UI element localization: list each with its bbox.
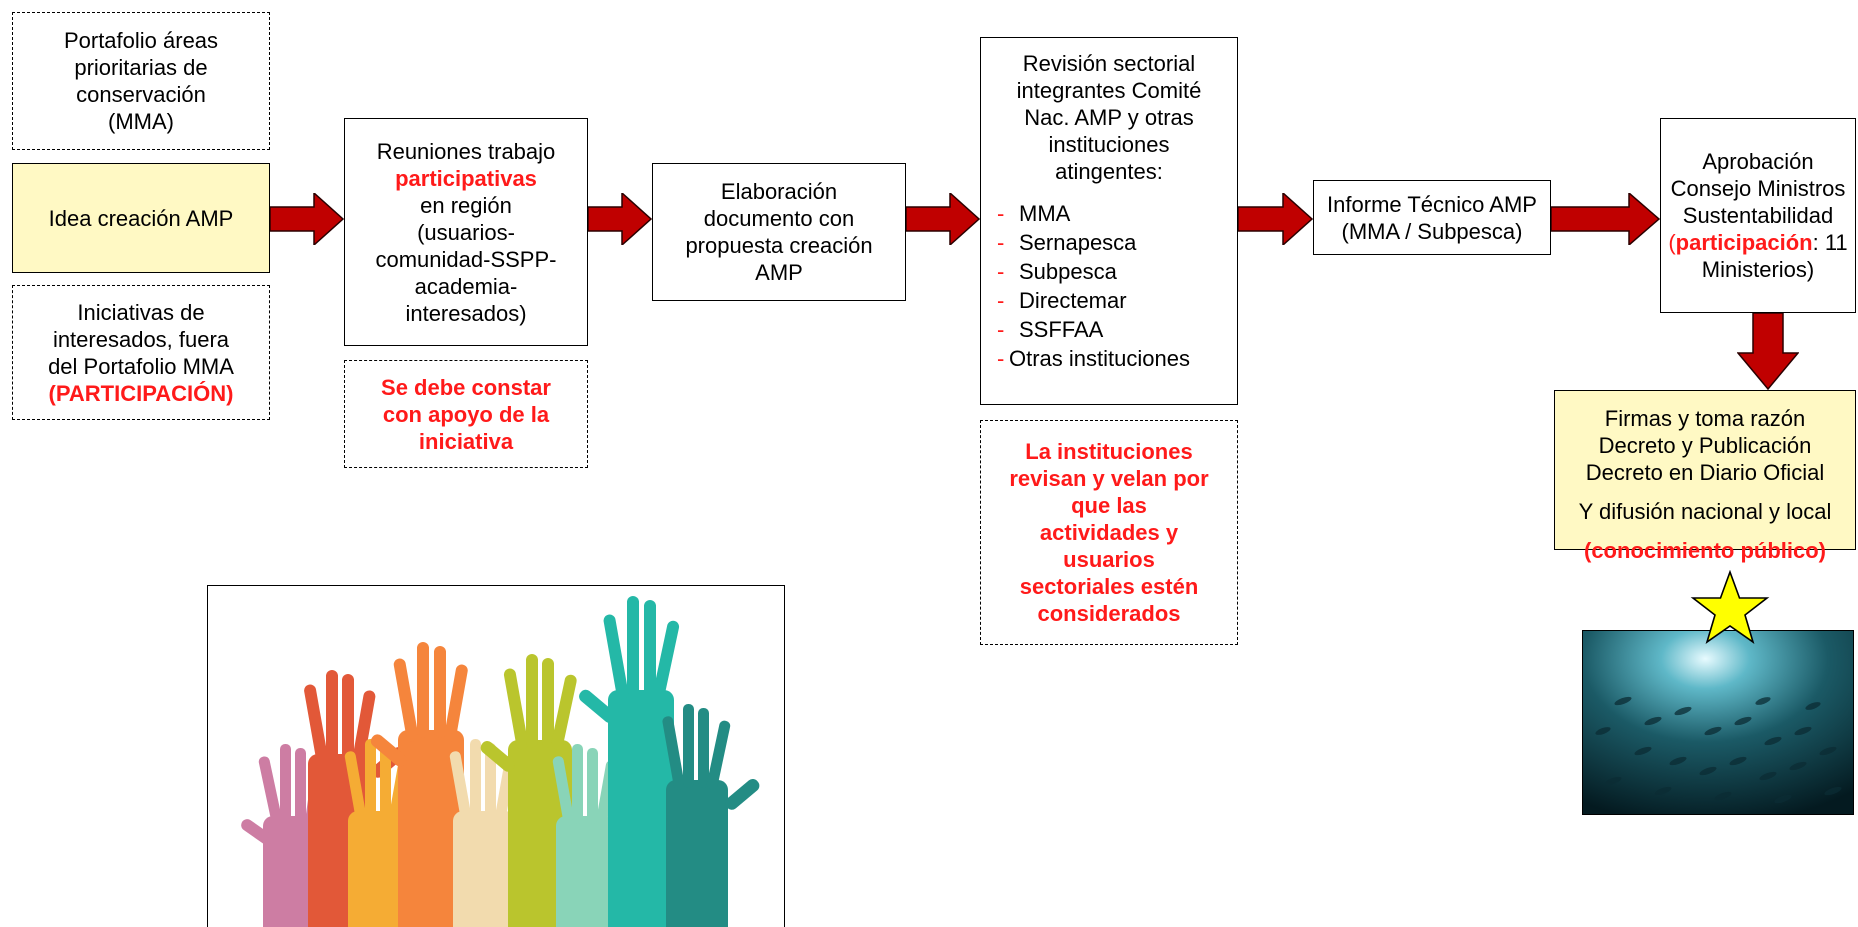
arrow-right-icon (588, 193, 652, 245)
revision-box: Revisión sectorial integrantes Comité Na… (980, 37, 1238, 405)
instituciones-text: La instituciones revisan y velan por que… (1009, 439, 1209, 626)
iniciativas-text: Iniciativas de interesados, fuera del Po… (48, 299, 234, 379)
revision-item: -SSFFAA (997, 317, 1104, 342)
idea-box: Idea creación AMP (12, 163, 270, 273)
elaboracion-text: Elaboración documento con propuesta crea… (685, 179, 873, 285)
arrow-down-icon (1737, 313, 1799, 390)
informe-box: Informe Técnico AMP (MMA / Subpesca) (1313, 180, 1551, 255)
aprobacion-pre: Aprobación Consejo Ministros Sustentabil… (1670, 149, 1846, 228)
arrow-right-icon (1551, 193, 1660, 245)
raised-hands-image (207, 585, 785, 927)
fish-school-image (1582, 630, 1854, 815)
aprobacion-open: ( (1668, 230, 1676, 255)
reuniones-box: Reuniones trabajo participativas en regi… (344, 118, 588, 346)
revision-title: Revisión sectorial integrantes Comité Na… (1016, 51, 1202, 184)
firmas-highlight: (conocimiento público) (1584, 538, 1826, 563)
reuniones-pre: Reuniones trabajo (376, 138, 556, 164)
firmas-line2: Y difusión nacional y local (1578, 499, 1832, 524)
informe-text: Informe Técnico AMP (MMA / Subpesca) (1327, 191, 1537, 244)
revision-item: -Directemar (997, 288, 1127, 313)
elaboracion-box: Elaboración documento con propuesta crea… (652, 163, 906, 301)
reuniones-post: en región (usuarios-comunidad-SSPP-acade… (375, 192, 557, 326)
aprobacion-highlight: participación (1675, 230, 1813, 255)
iniciativas-box: Iniciativas de interesados, fuera del Po… (12, 285, 270, 420)
portafolio-box: Portafolio áreas prioritarias de conserv… (12, 12, 270, 150)
idea-text: Idea creación AMP (48, 205, 234, 231)
revision-list: -MMA -Sernapesca -Subpesca -Directemar -… (997, 199, 1190, 373)
reuniones-highlight: participativas (395, 165, 537, 191)
arrow-right-icon (1238, 193, 1313, 245)
revision-item: -Sernapesca (997, 230, 1137, 255)
firmas-line1: Firmas y toma razón Decreto y Publicació… (1585, 406, 1825, 485)
arrow-right-icon (906, 193, 980, 245)
arrow-right-icon (270, 193, 344, 245)
aprobacion-box: Aprobación Consejo Ministros Sustentabil… (1660, 118, 1856, 313)
portafolio-text: Portafolio áreas prioritarias de conserv… (63, 28, 219, 134)
iniciativas-highlight: (PARTICIPACIÓN) (48, 380, 234, 406)
star-icon (1690, 570, 1770, 644)
aprobacion-post: : 11 Ministerios) (1701, 230, 1848, 282)
firmas-box: Firmas y toma razón Decreto y Publicació… (1554, 390, 1856, 563)
revision-item: -Otras instituciones (997, 346, 1190, 371)
apoyo-text: Se debe constar con apoyo de la iniciati… (381, 374, 551, 454)
revision-item: -MMA (997, 201, 1071, 226)
revision-item: -Subpesca (997, 259, 1117, 284)
aprobacion-text: Aprobación Consejo Ministros Sustentabil… (1665, 148, 1851, 283)
apoyo-note: Se debe constar con apoyo de la iniciati… (344, 360, 588, 468)
instituciones-note: La instituciones revisan y velan por que… (980, 420, 1238, 645)
